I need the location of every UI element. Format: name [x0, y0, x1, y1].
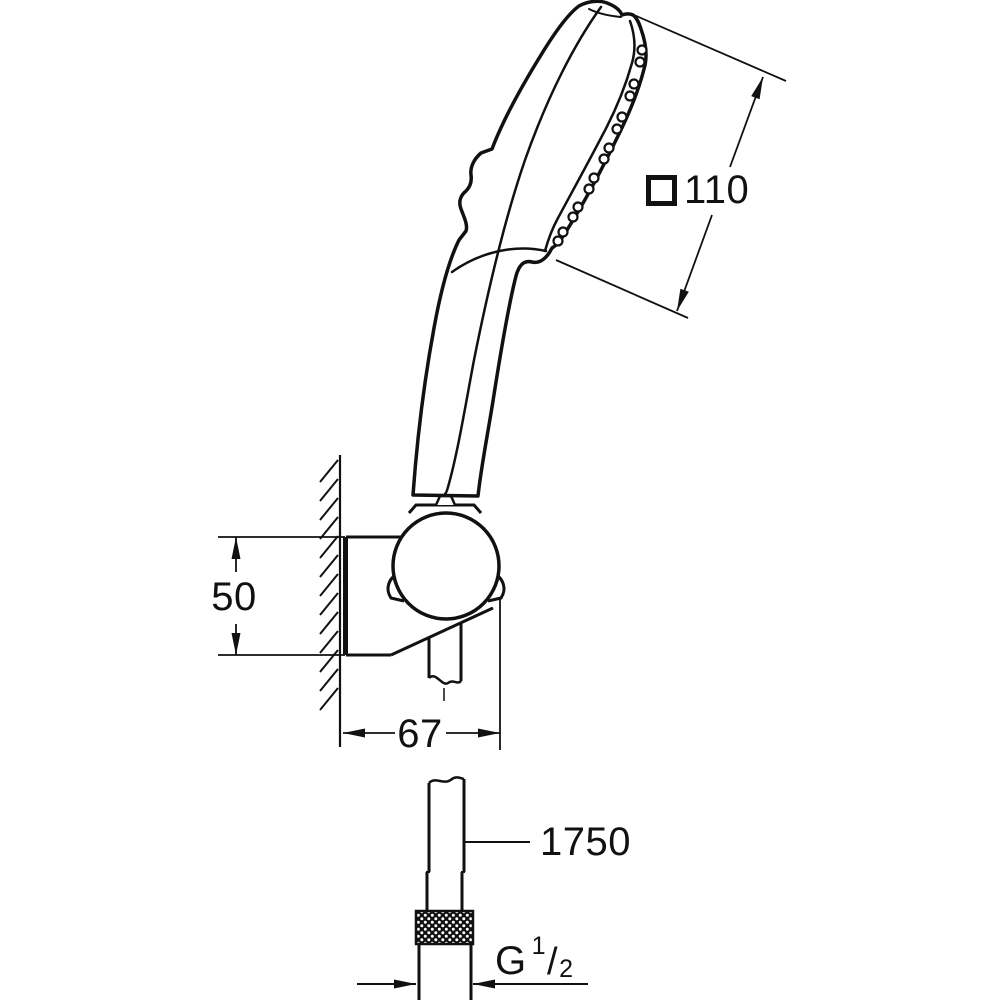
thread-denominator: 2	[559, 955, 574, 983]
wall-hatching	[319, 455, 342, 747]
hose-break-symbol	[427, 622, 463, 701]
face-rim-line	[543, 19, 636, 253]
thread-numerator: 1	[531, 932, 547, 960]
arrowhead	[473, 979, 495, 989]
dimension-label-bracket-depth: 67	[397, 712, 443, 756]
hose-break-symbol	[428, 776, 465, 784]
thread-letter: G	[495, 939, 527, 983]
arrowhead	[231, 537, 241, 559]
arrowhead	[478, 728, 500, 738]
thread-slash: /	[547, 941, 559, 983]
hose-connector	[417, 944, 473, 1000]
arrowhead	[677, 288, 689, 311]
wall-bracket	[343, 494, 506, 701]
dimension-label-thread: G 1 / 2	[495, 934, 574, 983]
knurled-union-nut	[414, 909, 475, 946]
cap-seam	[588, 8, 622, 18]
wall-holder-ball	[391, 511, 501, 621]
dimension-label-bracket-height: 50	[211, 575, 257, 619]
arrowhead	[231, 633, 241, 655]
dimension-110	[555, 14, 787, 319]
dimension-67	[343, 597, 501, 750]
dimension-50	[218, 536, 345, 656]
shower-hose	[414, 776, 475, 1000]
body-feature-line	[443, 5, 603, 496]
neck-junction-line	[450, 247, 548, 274]
square-symbol-icon	[646, 174, 677, 206]
dimension-g12	[357, 979, 588, 989]
arrowhead	[394, 979, 416, 989]
arrowhead	[343, 728, 365, 738]
dimension-label-head-size: 110	[646, 168, 749, 212]
arrowhead	[751, 77, 763, 100]
dimension-label-hose-length: 1750	[540, 820, 631, 864]
head-size-value: 110	[684, 168, 750, 212]
spray-nozzles	[552, 44, 648, 247]
hand-shower-head	[411, 0, 648, 498]
